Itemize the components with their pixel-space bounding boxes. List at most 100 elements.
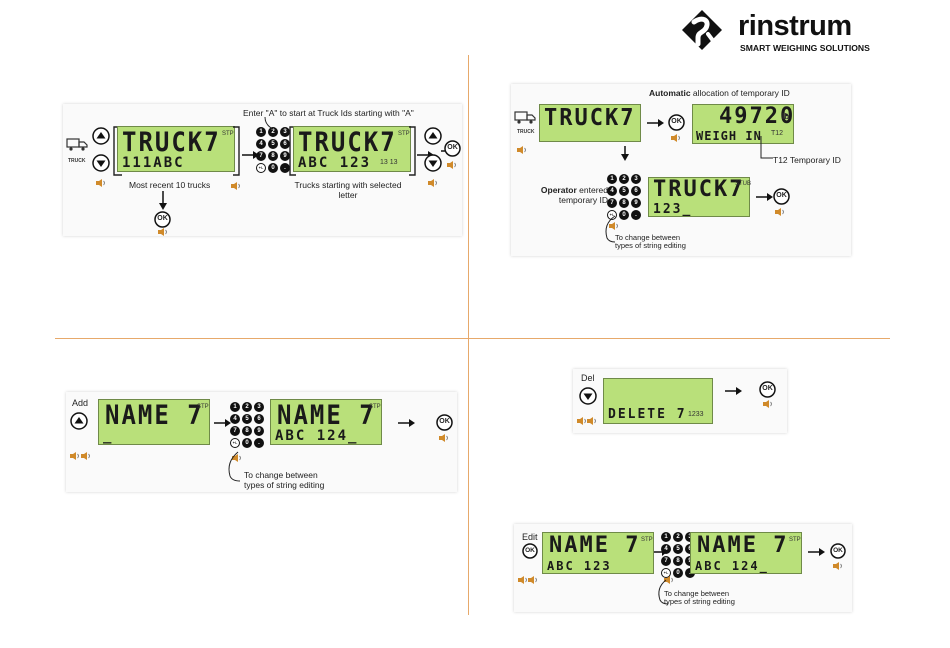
- keypad-key[interactable]: 0: [673, 568, 683, 578]
- keypad-key[interactable]: 9: [254, 426, 264, 436]
- keypad-key[interactable]: 3: [254, 402, 264, 412]
- keypad-key[interactable]: 7: [230, 426, 240, 436]
- up-arrow-button-icon[interactable]: [70, 412, 88, 430]
- keypad-key[interactable]: 9: [631, 198, 641, 208]
- speaker-icon: [833, 562, 842, 570]
- keypad-key[interactable]: 0: [268, 163, 278, 173]
- keypad-key[interactable]: 8: [268, 151, 278, 161]
- keypad-key[interactable]: 0: [619, 210, 629, 220]
- speaker-icon: [609, 222, 618, 230]
- keypad-key[interactable]: 7: [607, 198, 617, 208]
- keypad-key[interactable]: 6: [254, 414, 264, 424]
- speaker-icon: [81, 452, 90, 460]
- bracket-right-2: [409, 126, 416, 176]
- ok-button-icon[interactable]: [436, 414, 453, 431]
- keypad-key[interactable]: .: [280, 163, 290, 173]
- down-arrow-button-icon[interactable]: [424, 154, 442, 172]
- ok-label: OK: [776, 192, 787, 199]
- ok-button[interactable]: OK: [773, 188, 790, 205]
- keypad-key[interactable]: 4: [607, 186, 617, 196]
- ok-button-icon[interactable]: [773, 188, 790, 205]
- caption-operator: Operator entered temporary ID: [523, 185, 608, 205]
- ok-button-icon[interactable]: [522, 543, 538, 559]
- keypad-key[interactable]: 5: [619, 186, 629, 196]
- keypad-key[interactable]: 4: [661, 544, 671, 554]
- lcd-small-text: 1233: [688, 411, 704, 418]
- ok-button[interactable]: OK: [522, 543, 538, 559]
- ok-label: OK: [447, 144, 458, 151]
- lcd-top-text: NAME 7: [105, 400, 204, 431]
- lcd-display-recent: TRUCK7 STP 111ABC: [117, 126, 235, 172]
- down-arrow-button-icon[interactable]: [579, 387, 597, 405]
- keypad-key[interactable]: +/-: [256, 163, 266, 173]
- keypad-key[interactable]: +/-: [607, 210, 617, 220]
- operator-rest: entered: [576, 185, 608, 195]
- logo: rinstrum SMART WEIGHING SOLUTIONS: [680, 8, 885, 54]
- keypad-key[interactable]: 4: [230, 414, 240, 424]
- keypad-key[interactable]: 9: [280, 151, 290, 161]
- keypad-key[interactable]: 1: [230, 402, 240, 412]
- up-arrow-button-icon[interactable]: [424, 127, 442, 145]
- up-arrow-button-icon[interactable]: [92, 127, 110, 145]
- keypad-key[interactable]: 3: [631, 174, 641, 184]
- ok-label: OK: [525, 547, 535, 554]
- ok-button-icon[interactable]: [444, 140, 461, 157]
- lcd-top-text: NAME 7: [277, 400, 376, 431]
- ok-button[interactable]: OK: [668, 114, 685, 131]
- keypad-key[interactable]: .: [254, 438, 264, 448]
- lcd-display-delete: DELETE 7 1233: [603, 378, 713, 424]
- lcd-sub-text: STP: [398, 131, 410, 137]
- keypad-key[interactable]: 6: [280, 139, 290, 149]
- ok-button[interactable]: OK: [830, 543, 846, 559]
- ok-button[interactable]: OK: [444, 140, 461, 157]
- keypad-key[interactable]: 7: [256, 151, 266, 161]
- keypad-key[interactable]: +/-: [661, 568, 671, 578]
- keypad-key[interactable]: 0: [242, 438, 252, 448]
- keypad-key[interactable]: 1: [607, 174, 617, 184]
- ok-button[interactable]: OK: [759, 381, 776, 398]
- keypad-key[interactable]: 2: [673, 532, 683, 542]
- keypad-key[interactable]: 1: [661, 532, 671, 542]
- keypad-key[interactable]: 5: [673, 544, 683, 554]
- lcd-display-weigh-in: 49720 lb WEIGH IN T12: [692, 104, 794, 144]
- keypad-key[interactable]: +/-: [230, 438, 240, 448]
- ok-button-icon[interactable]: [830, 543, 846, 559]
- keypad-key[interactable]: 5: [268, 139, 278, 149]
- lcd-top-text: TRUCK7: [653, 177, 745, 202]
- keypad-key[interactable]: 2: [242, 402, 252, 412]
- ok-button-icon[interactable]: [759, 381, 776, 398]
- keypad-key[interactable]: 7: [661, 556, 671, 566]
- caption-enter-a: Enter "A" to start at Truck Ids starting…: [243, 108, 414, 118]
- ok-button[interactable]: OK: [154, 211, 171, 228]
- down-arrow-button-icon[interactable]: [92, 154, 110, 172]
- keypad-key[interactable]: 4: [256, 139, 266, 149]
- arrow-down: [159, 191, 167, 210]
- arrow-right: [214, 419, 231, 427]
- ok-button-icon[interactable]: [668, 114, 685, 131]
- operator-line2: temporary ID: [558, 195, 608, 205]
- keypad-key[interactable]: 8: [242, 426, 252, 436]
- ok-button-icon[interactable]: [154, 211, 171, 228]
- lcd-bottom-text: ABC 124_: [275, 428, 359, 444]
- keypad-key[interactable]: 6: [631, 186, 641, 196]
- lcd-bottom-text: ABC 123: [298, 155, 372, 171]
- keypad-key[interactable]: 2: [619, 174, 629, 184]
- keypad-key[interactable]: 8: [673, 556, 683, 566]
- keypad-key[interactable]: 5: [242, 414, 252, 424]
- lcd-weight-text: 49720: [719, 104, 796, 129]
- ok-button[interactable]: OK: [436, 414, 453, 431]
- keypad-key[interactable]: .: [631, 210, 641, 220]
- lcd-sub-text: STP: [641, 537, 653, 543]
- keypad-key[interactable]: 2: [268, 127, 278, 137]
- note-line2: types of string editing: [615, 241, 686, 250]
- arrow-right: [725, 387, 742, 395]
- keypad-key[interactable]: 3: [280, 127, 290, 137]
- keypad-key[interactable]: 8: [619, 198, 629, 208]
- lcd-top-text: TRUCK7: [122, 127, 221, 158]
- add-label: Add: [72, 398, 89, 408]
- arrow-right: [808, 548, 825, 556]
- keypad-key[interactable]: 1: [256, 127, 266, 137]
